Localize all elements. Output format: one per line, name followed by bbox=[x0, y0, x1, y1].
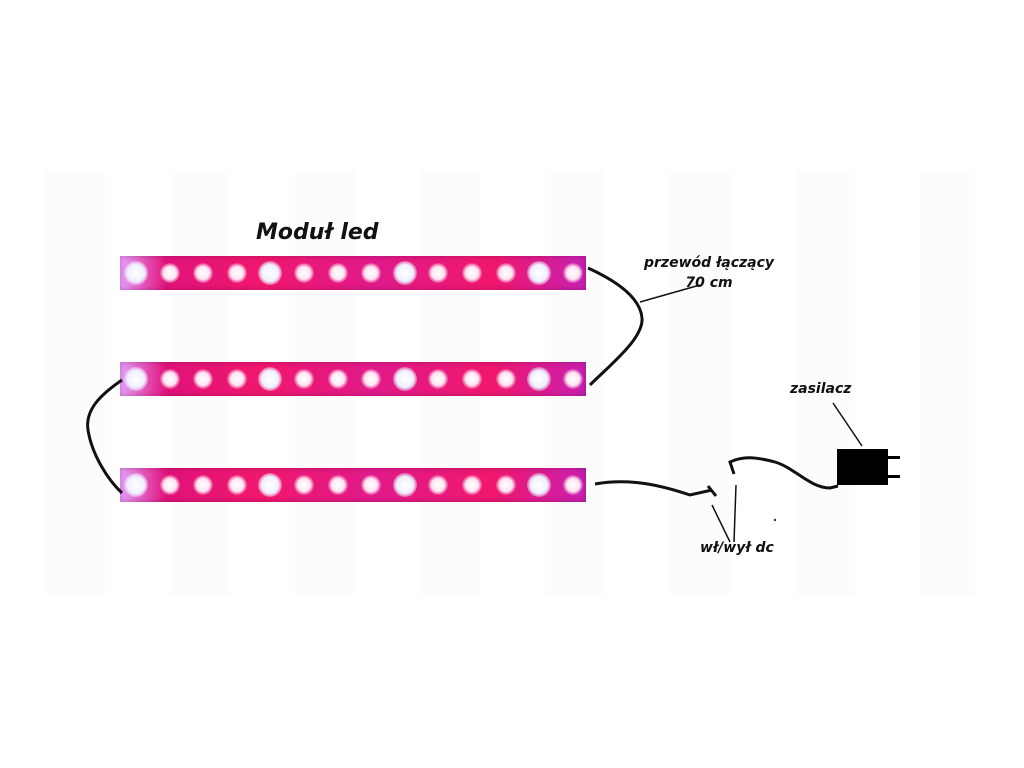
power-supply-box bbox=[837, 449, 888, 485]
led-pink bbox=[159, 369, 180, 389]
led-pink bbox=[428, 263, 449, 283]
led-white bbox=[527, 473, 552, 497]
led-white bbox=[392, 367, 417, 391]
led-pink bbox=[462, 263, 482, 283]
led-pink bbox=[361, 475, 382, 495]
stray-dot bbox=[773, 518, 777, 522]
switch-leader-1 bbox=[711, 504, 731, 543]
led-pink bbox=[562, 369, 583, 389]
led-pink bbox=[428, 475, 449, 495]
plug-prong-2 bbox=[888, 475, 900, 478]
switch-lever bbox=[728, 456, 776, 475]
led-white bbox=[124, 367, 148, 391]
led-pink bbox=[462, 369, 482, 389]
led-white bbox=[392, 261, 417, 285]
led-pink bbox=[361, 369, 382, 389]
module-label: Moduł led bbox=[256, 220, 379, 245]
led-white bbox=[258, 367, 283, 391]
switch-contact bbox=[706, 485, 718, 497]
led-pink bbox=[159, 475, 180, 495]
cable-label-leader bbox=[639, 284, 701, 303]
led-white bbox=[258, 473, 283, 497]
led-pink bbox=[294, 475, 314, 495]
switch-label: wł/wył dc bbox=[700, 540, 774, 556]
cable-length-text: 70 cm bbox=[685, 275, 733, 291]
power-supply-label: zasilacz bbox=[790, 381, 852, 397]
led-pink bbox=[361, 263, 382, 283]
led-pink bbox=[226, 475, 247, 495]
led-white bbox=[392, 473, 417, 497]
led-pink bbox=[193, 263, 214, 283]
led-white bbox=[527, 261, 552, 285]
led-pink bbox=[193, 369, 214, 389]
power-wire bbox=[774, 460, 839, 490]
led-white bbox=[124, 261, 148, 285]
led-pink bbox=[562, 475, 583, 495]
connecting-wire-left bbox=[86, 378, 124, 495]
led-pink bbox=[495, 475, 516, 495]
cable-label-text: przewód łączący bbox=[644, 255, 775, 271]
led-pink bbox=[327, 263, 348, 283]
plug-prong-1 bbox=[888, 456, 900, 459]
led-pink bbox=[327, 369, 348, 389]
led-pink bbox=[327, 475, 348, 495]
led-pink bbox=[462, 475, 482, 495]
led-pink bbox=[294, 263, 314, 283]
switch-leader-2 bbox=[733, 484, 737, 543]
led-pink bbox=[226, 369, 247, 389]
connecting-wire-right bbox=[587, 266, 644, 387]
led-pink bbox=[495, 369, 516, 389]
led-pink bbox=[495, 263, 516, 283]
led-strip-2 bbox=[120, 362, 586, 396]
led-strip-1 bbox=[120, 256, 586, 290]
cable-label: przewód łączący 70 cm bbox=[644, 253, 774, 293]
power-supply-leader bbox=[832, 402, 863, 447]
led-pink bbox=[193, 475, 214, 495]
led-pink bbox=[226, 263, 247, 283]
led-white bbox=[527, 367, 552, 391]
led-white bbox=[258, 261, 283, 285]
led-white bbox=[124, 473, 148, 497]
led-strip-3 bbox=[120, 468, 586, 502]
led-pink bbox=[294, 369, 314, 389]
led-pink bbox=[159, 263, 180, 283]
led-pink bbox=[428, 369, 449, 389]
output-wire bbox=[594, 480, 713, 497]
led-pink bbox=[562, 263, 583, 283]
